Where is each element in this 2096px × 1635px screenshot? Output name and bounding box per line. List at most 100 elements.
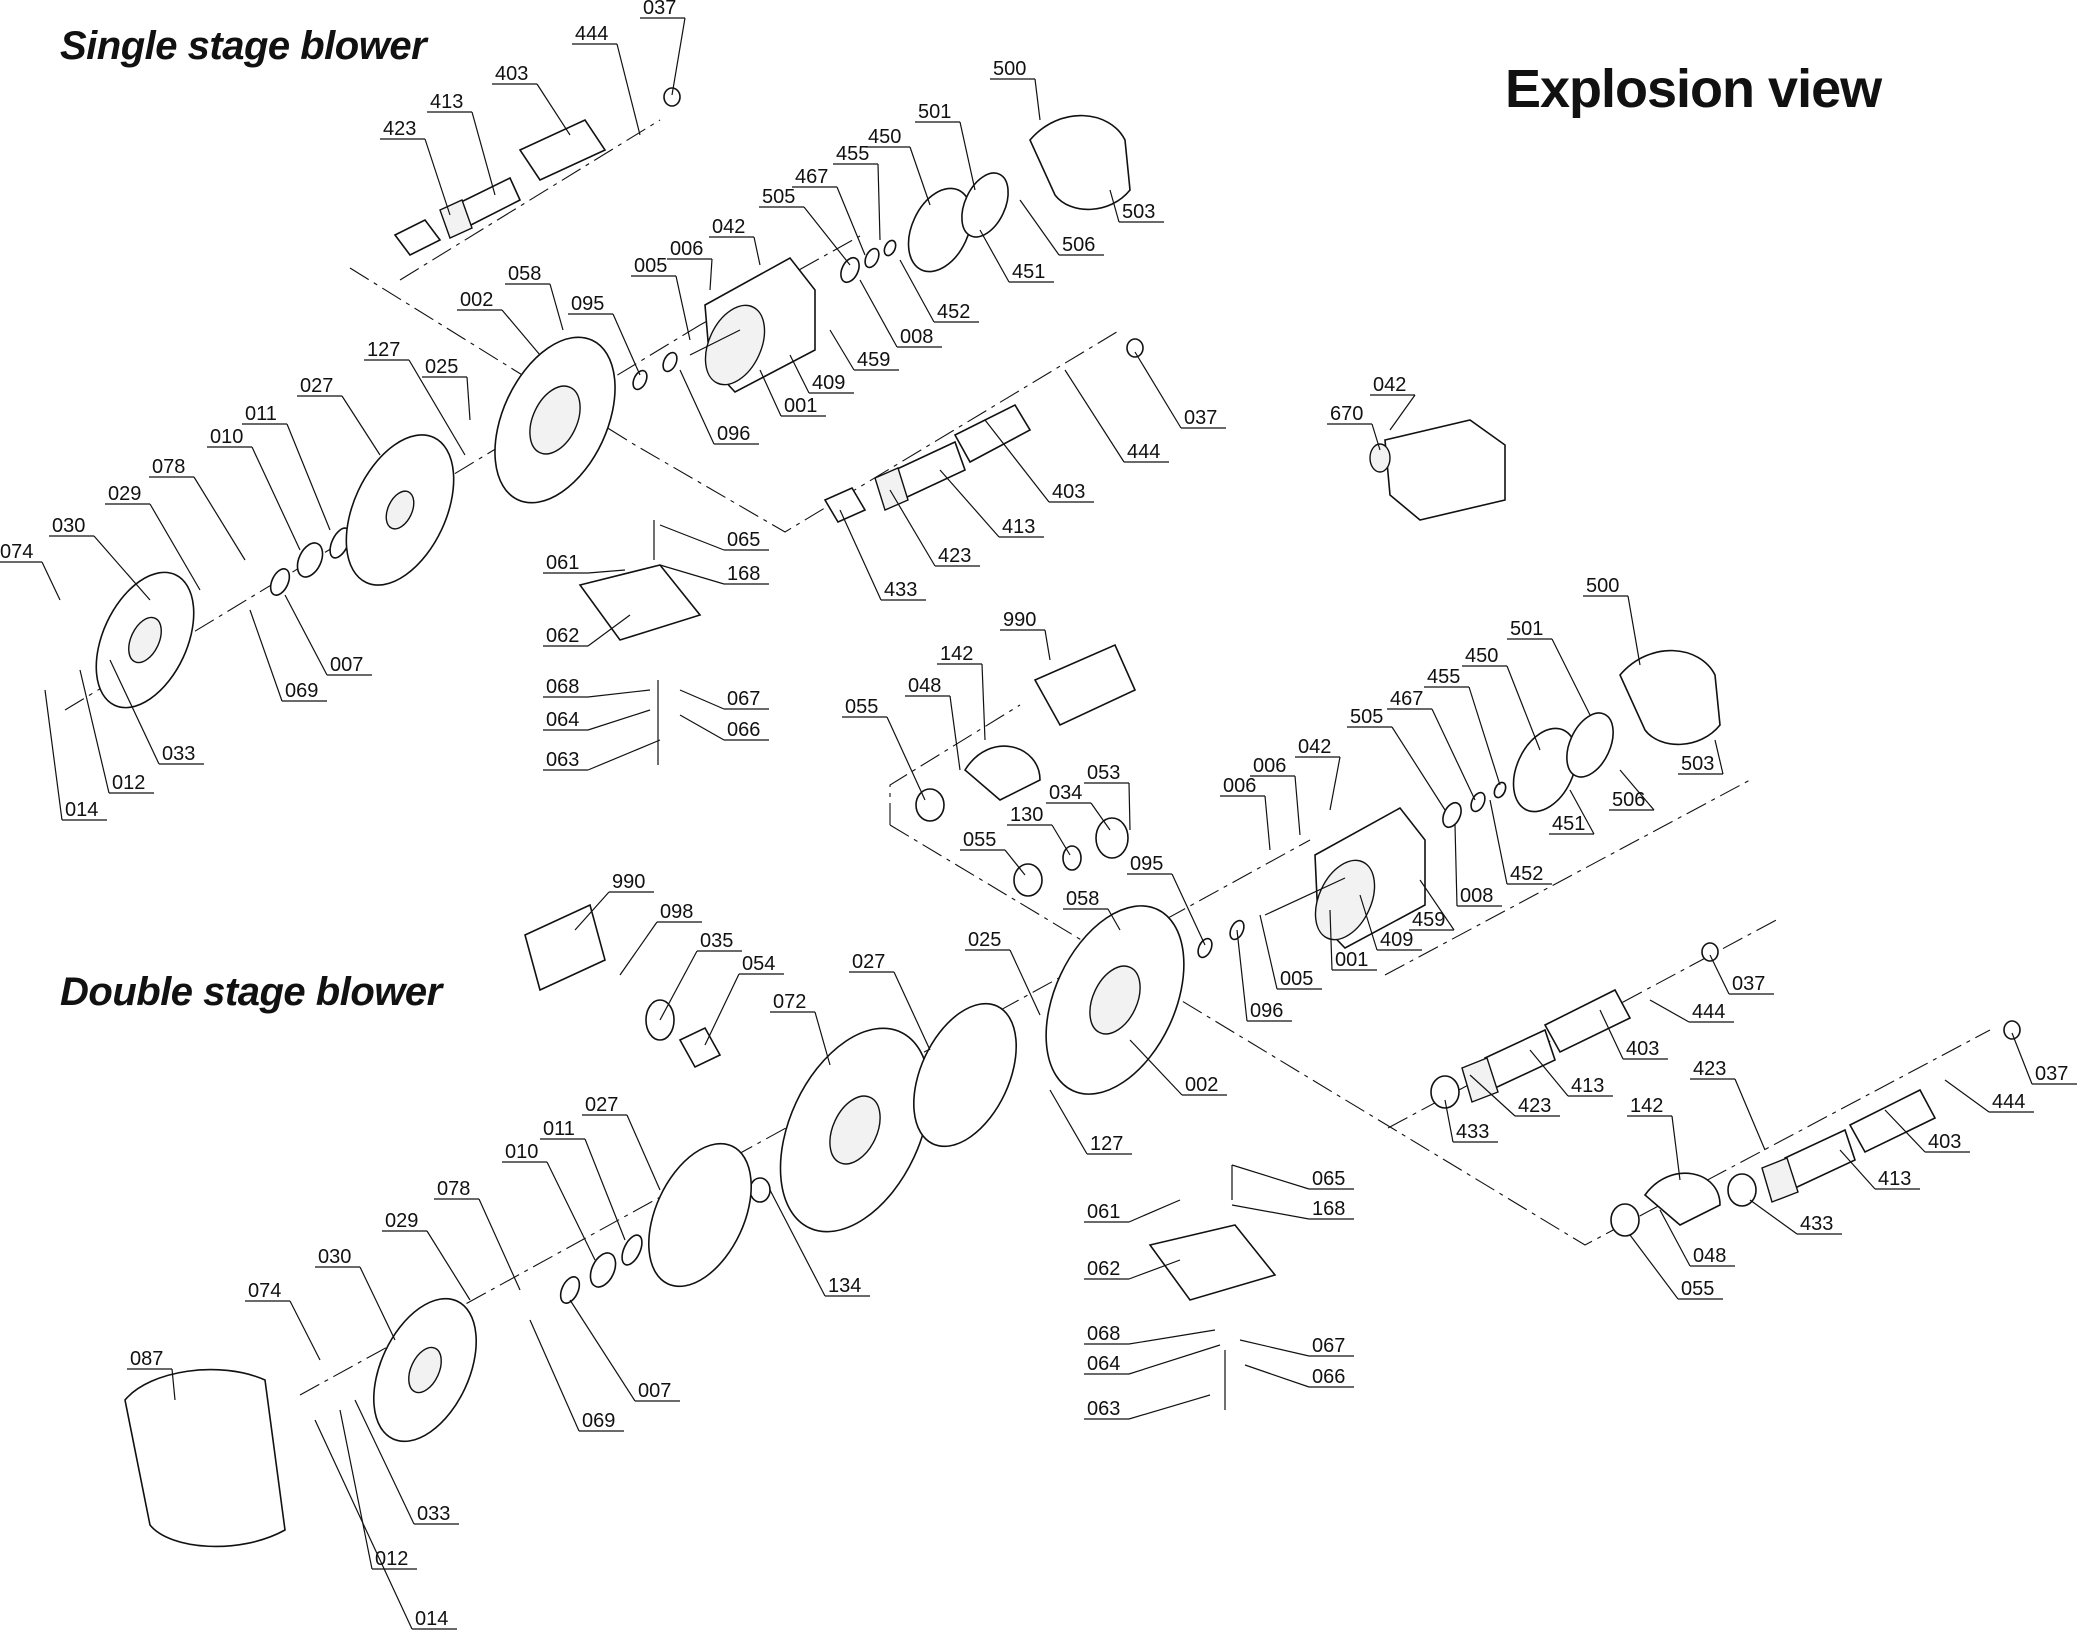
part-number-label: 058: [1066, 888, 1099, 910]
leader-line: [1129, 1039, 1183, 1096]
leader-line: [1004, 849, 1026, 876]
part-number-label: 168: [727, 563, 760, 585]
leader-line: [753, 236, 761, 266]
flange-055-d: [1610, 1203, 1640, 1237]
bearing-007: [269, 568, 291, 596]
part-number-label: 413: [430, 91, 463, 113]
part-number-label: 012: [375, 1548, 408, 1570]
leader-line: [659, 950, 698, 1021]
leader-line: [829, 329, 855, 371]
leader-line: [149, 503, 201, 591]
double-stage-parts: [124, 643, 2021, 1548]
leader-line: [501, 309, 541, 356]
housing-072-center: [829, 1095, 881, 1165]
leader-line: [41, 561, 61, 601]
leader-line: [814, 1011, 831, 1066]
part-number-label: 008: [1460, 885, 1493, 907]
leader-lines: [0, 17, 2077, 1630]
leader-line: [626, 1114, 661, 1191]
leader-line: [1134, 351, 1182, 429]
impeller-027-b: [647, 1142, 753, 1288]
fan-cover-500: [1029, 114, 1131, 211]
silencer-990-left: [524, 903, 606, 992]
end-shield-450: [907, 187, 973, 273]
leader-line: [584, 1138, 626, 1241]
leader-line: [1329, 756, 1341, 811]
housing-002-d-center: [1089, 965, 1141, 1035]
leader-line: [1034, 78, 1041, 121]
part-number-label: 409: [812, 372, 845, 394]
part-number-label: 467: [1390, 688, 1423, 710]
leader-line: [424, 138, 451, 216]
leader-line: [1431, 708, 1476, 801]
part-number-label: 074: [248, 1280, 281, 1302]
ring-455: [883, 239, 897, 257]
flange-433-d2: [1727, 1173, 1757, 1207]
leader-line: [426, 1230, 471, 1301]
leader-line: [1044, 629, 1051, 661]
ring-467-d: [1470, 791, 1486, 813]
flange-055-top: [915, 788, 945, 822]
leader-line: [339, 1409, 373, 1570]
seal-096: [662, 351, 678, 373]
ring-011-d: [621, 1234, 643, 1266]
part-number-label: 134: [828, 1275, 861, 1297]
cap-037-d2: [2003, 1020, 2021, 1040]
part-number-label: 505: [762, 186, 795, 208]
part-number-label: 506: [1612, 789, 1645, 811]
cap-037b: [1126, 338, 1144, 358]
muffler-423b: [874, 467, 909, 511]
leader-line: [1749, 1199, 1798, 1235]
tube-413-d1: [1484, 1028, 1556, 1090]
leader-line: [1839, 1149, 1876, 1190]
part-number-label: 011: [543, 1118, 575, 1140]
leader-line: [354, 1399, 415, 1525]
cover-087: [124, 1368, 286, 1548]
leader-line: [1468, 686, 1501, 786]
part-number-label: 990: [1003, 609, 1036, 631]
leader-line: [193, 476, 246, 561]
part-number-label: 067: [727, 688, 760, 710]
part-number-label: 006: [1223, 775, 1256, 797]
leader-line: [1506, 665, 1541, 751]
part-number-label: 455: [836, 143, 869, 165]
leader-line: [679, 369, 715, 445]
part-number-label: 450: [1465, 645, 1498, 667]
part-number-label: 069: [582, 1410, 615, 1432]
leader-line: [1884, 1109, 1926, 1153]
leader-line: [93, 535, 151, 601]
leader-line: [1128, 1259, 1181, 1280]
leader-line: [1359, 894, 1378, 951]
fan-501-d: [1566, 712, 1614, 778]
leader-line: [1714, 739, 1724, 775]
part-number-label: 033: [417, 1503, 450, 1525]
part-number-label: 062: [546, 625, 579, 647]
leader-line: [171, 1368, 176, 1401]
part-number-label: 168: [1312, 1198, 1345, 1220]
part-number-label: 452: [937, 301, 970, 323]
part-number-label: 066: [1312, 1366, 1345, 1388]
leader-line: [359, 1266, 396, 1341]
leader-line: [1619, 769, 1655, 811]
leader-line: [569, 1299, 636, 1402]
leader-line: [679, 714, 725, 741]
part-number-label: 433: [1800, 1213, 1833, 1235]
part-number-label: 006: [670, 238, 703, 260]
part-number-label: 403: [1626, 1038, 1659, 1060]
leader-line: [44, 689, 63, 821]
leader-line: [1529, 1049, 1569, 1097]
part-number-label: 459: [857, 349, 890, 371]
part-number-label: 068: [1087, 1323, 1120, 1345]
leader-line: [979, 229, 1010, 283]
tube-413-d2: [1784, 1128, 1856, 1190]
page-title: Explosion view: [1505, 59, 1882, 119]
leader-line: [675, 275, 691, 341]
leader-line: [959, 121, 976, 191]
leader-line: [1627, 595, 1641, 666]
part-number-label: 096: [717, 423, 750, 445]
leader-line: [587, 739, 661, 771]
tube-403-d2: [1848, 1088, 1937, 1154]
part-number-label: 069: [285, 680, 318, 702]
tube-403b: [953, 403, 1032, 464]
leader-line: [546, 1161, 596, 1261]
